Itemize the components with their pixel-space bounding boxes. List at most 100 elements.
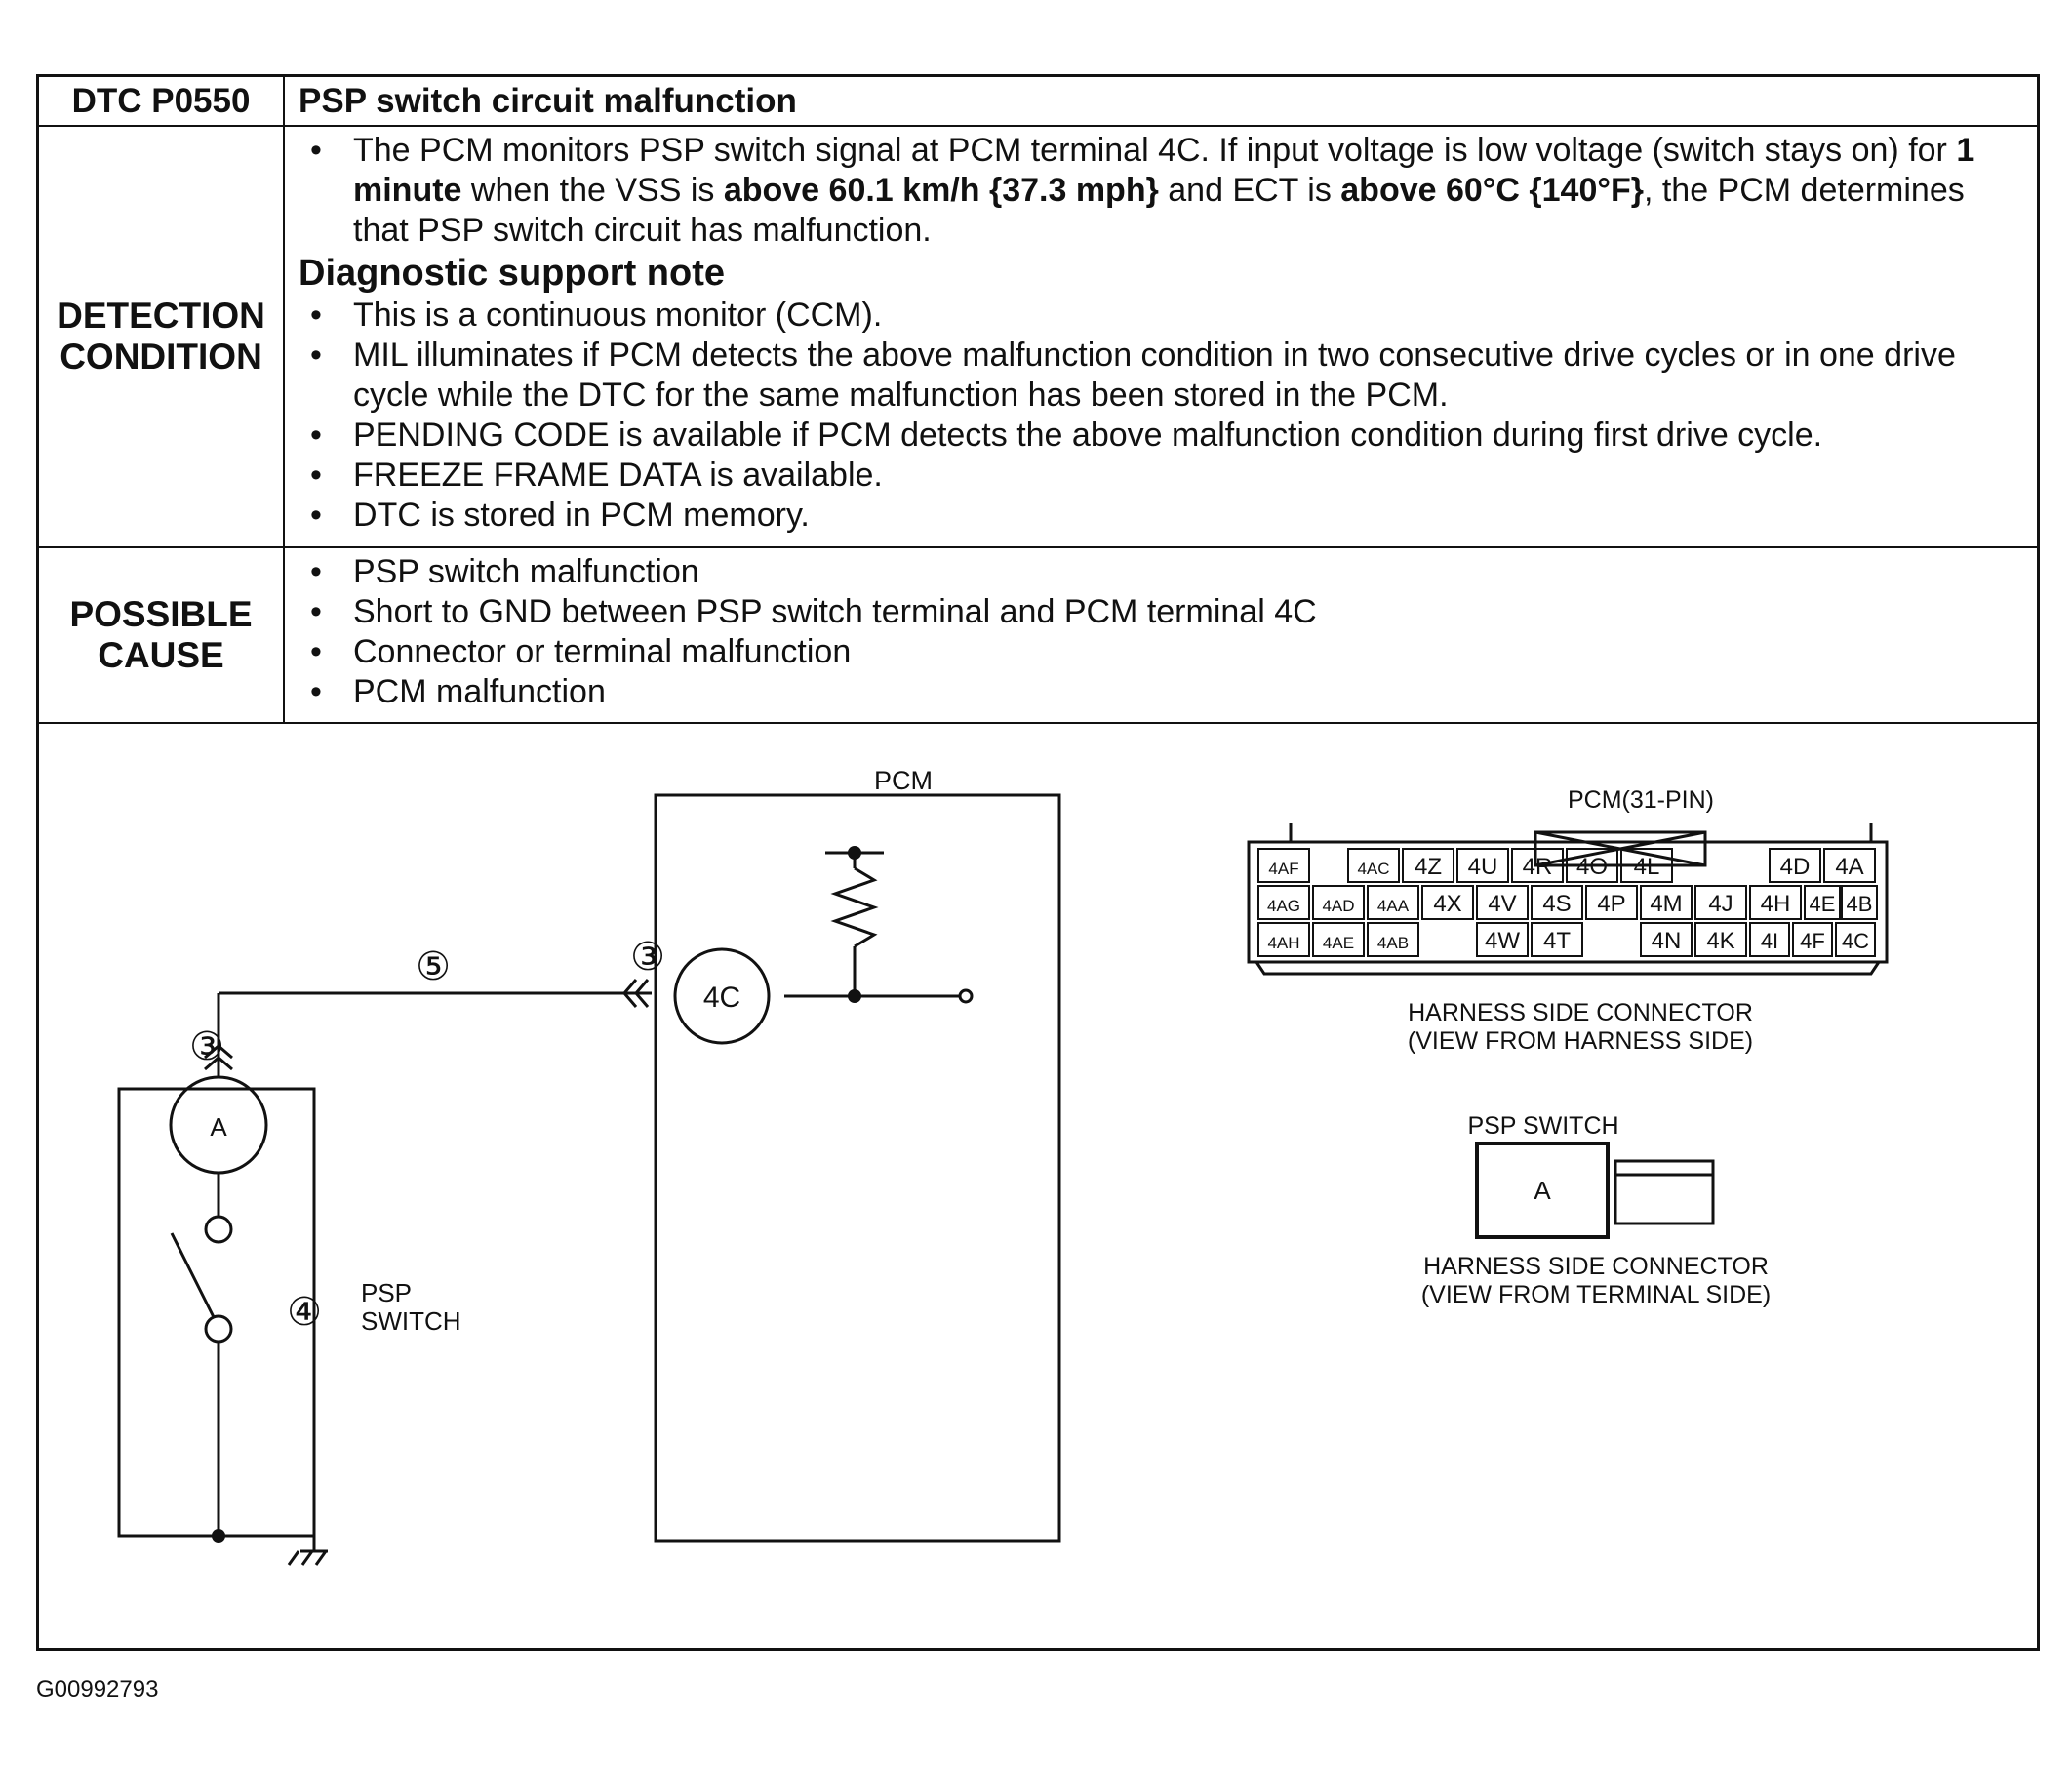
pin-label: 4V <box>1488 891 1516 917</box>
pin-cell <box>1421 885 1474 920</box>
note-item: DTC is stored in PCM memory. <box>299 496 2027 536</box>
pin-cell <box>1804 885 1841 920</box>
pin-label: 4F <box>1800 929 1825 953</box>
pin-label: 4M <box>1650 891 1682 917</box>
pin-label: 4L <box>1634 854 1660 880</box>
terminal-4c-circle <box>673 947 771 1045</box>
pin-cell <box>1566 848 1618 883</box>
detection-main-bullet: The PCM monitors PSP switch signal at PC… <box>299 131 2027 251</box>
psp-switch-label: SWITCH <box>361 1306 461 1336</box>
pin-cell <box>1511 848 1564 883</box>
detection-condition-text: The PCM monitors PSP switch signal at PC… <box>285 127 2037 546</box>
wiring-diagram: PCM 4C ⑤ ③ ③ A ④ PSP SWITCH PCM(31-PIN) … <box>117 766 1889 1566</box>
pin-cell <box>1367 885 1419 920</box>
junction-dot <box>848 846 861 860</box>
pin-cell <box>1402 848 1454 883</box>
header-row: DTC P0550 PSP switch circuit malfunction <box>39 77 2037 127</box>
pullup-resistor <box>830 866 879 948</box>
pcm-connector-caption: (VIEW FROM HARNESS SIDE) <box>1408 1027 1753 1055</box>
psp-switch-box <box>117 1087 316 1538</box>
pin-cell <box>1312 922 1365 957</box>
pin-label: 4J <box>1708 891 1733 917</box>
pin-label: 4O <box>1576 854 1608 880</box>
note-item: MIL illuminates if PCM detects the above… <box>299 336 2027 416</box>
switch-connector-marker: ③ <box>189 1025 224 1068</box>
pin-cell <box>1476 922 1529 957</box>
pcm-connector-caption: HARNESS SIDE CONNECTOR <box>1408 999 1753 1026</box>
psp-connector-caption: (VIEW FROM TERMINAL SIDE) <box>1421 1281 1771 1308</box>
terminal-4c-label: 4C <box>703 982 740 1014</box>
pin-label: 4AB <box>1377 934 1409 952</box>
pin-cell <box>1835 922 1876 957</box>
pin-label: 4Z <box>1415 854 1442 880</box>
pin-cell <box>1531 885 1583 920</box>
diagnostic-support-heading: Diagnostic support note <box>299 253 725 294</box>
pin-label: 4W <box>1485 928 1520 954</box>
pin-label: 4U <box>1468 854 1498 880</box>
pin-cell <box>1456 848 1509 883</box>
pin-label: 4C <box>1842 929 1869 953</box>
pin-cell <box>1640 922 1693 957</box>
pin-label: 4K <box>1706 928 1734 954</box>
pin-cell <box>1347 848 1400 883</box>
pin-cell <box>1312 885 1365 920</box>
figure-id: G00992793 <box>36 1676 159 1703</box>
note-item: This is a continuous monitor (CCM). <box>299 296 2027 336</box>
pin-label: 4P <box>1597 891 1625 917</box>
pcm-connector-marker: ③ <box>630 936 665 979</box>
pin-label: 4N <box>1652 928 1682 954</box>
pin-label: 4AD <box>1322 897 1354 915</box>
psp-connector-body <box>1475 1142 1610 1239</box>
psp-connector-terminal-a: A <box>1534 1176 1551 1205</box>
psp-connector-caption: HARNESS SIDE CONNECTOR <box>1423 1253 1769 1280</box>
switch-marker: ④ <box>287 1291 322 1334</box>
wiring-diagram-area: PCM 4C ⑤ ③ ③ A ④ PSP SWITCH PCM(31-PIN) … <box>39 724 2037 1648</box>
pin-label: 4AF <box>1268 860 1298 878</box>
pin-label: 4D <box>1780 854 1811 880</box>
junction-dot <box>848 989 861 1003</box>
pin-label: 4X <box>1433 891 1461 917</box>
pin-cell <box>1257 848 1310 883</box>
pcm-connector-title: PCM(31-PIN) <box>1568 786 1714 814</box>
pin-cell <box>1694 885 1747 920</box>
pin-cell <box>1476 885 1529 920</box>
switch-blade <box>170 1232 217 1320</box>
pin-label: 4I <box>1761 929 1778 953</box>
terminal-a-label: A <box>210 1112 227 1142</box>
wire-5-marker: ⑤ <box>416 945 451 988</box>
pin-label: 4AC <box>1357 860 1389 878</box>
psp-switch-label: PSP <box>361 1278 412 1307</box>
pin-cell <box>1749 885 1802 920</box>
pin-label: 4R <box>1523 854 1553 880</box>
cause-item: PCM malfunction <box>299 672 2027 712</box>
cause-item: PSP switch malfunction <box>299 552 2027 592</box>
pin-cell <box>1257 885 1310 920</box>
note-item: FREEZE FRAME DATA is available. <box>299 456 2027 496</box>
pcm-label: PCM <box>874 766 933 795</box>
pcm-31pin-connector <box>1247 840 1889 964</box>
pin-label: 4B <box>1847 892 1873 916</box>
pin-cell <box>1749 922 1790 957</box>
pin-label: 4E <box>1810 892 1836 916</box>
pin-label: 4S <box>1542 891 1571 917</box>
note-item: PENDING CODE is available if PCM detects… <box>299 416 2027 456</box>
possible-cause-list: PSP switch malfunction Short to GND betw… <box>285 548 2037 722</box>
pin-cell <box>1792 922 1833 957</box>
pin-label: 4H <box>1761 891 1791 917</box>
pin-cell <box>1367 922 1419 957</box>
pin-label: 4AG <box>1267 897 1300 915</box>
pin-label: 4AH <box>1267 934 1299 952</box>
psp-connector-plug <box>1614 1159 1715 1225</box>
pin-cell <box>1531 922 1583 957</box>
dtc-table: DTC P0550 PSP switch circuit malfunction… <box>36 74 2040 1651</box>
pin-cell <box>1841 885 1878 920</box>
dtc-title: PSP switch circuit malfunction <box>299 82 797 120</box>
pin-label: 4T <box>1543 928 1571 954</box>
pin-label: 4AE <box>1323 934 1354 952</box>
dtc-code: DTC P0550 <box>39 77 285 125</box>
cause-item: Short to GND between PSP switch terminal… <box>299 592 2027 632</box>
switch-contact <box>204 1215 233 1244</box>
